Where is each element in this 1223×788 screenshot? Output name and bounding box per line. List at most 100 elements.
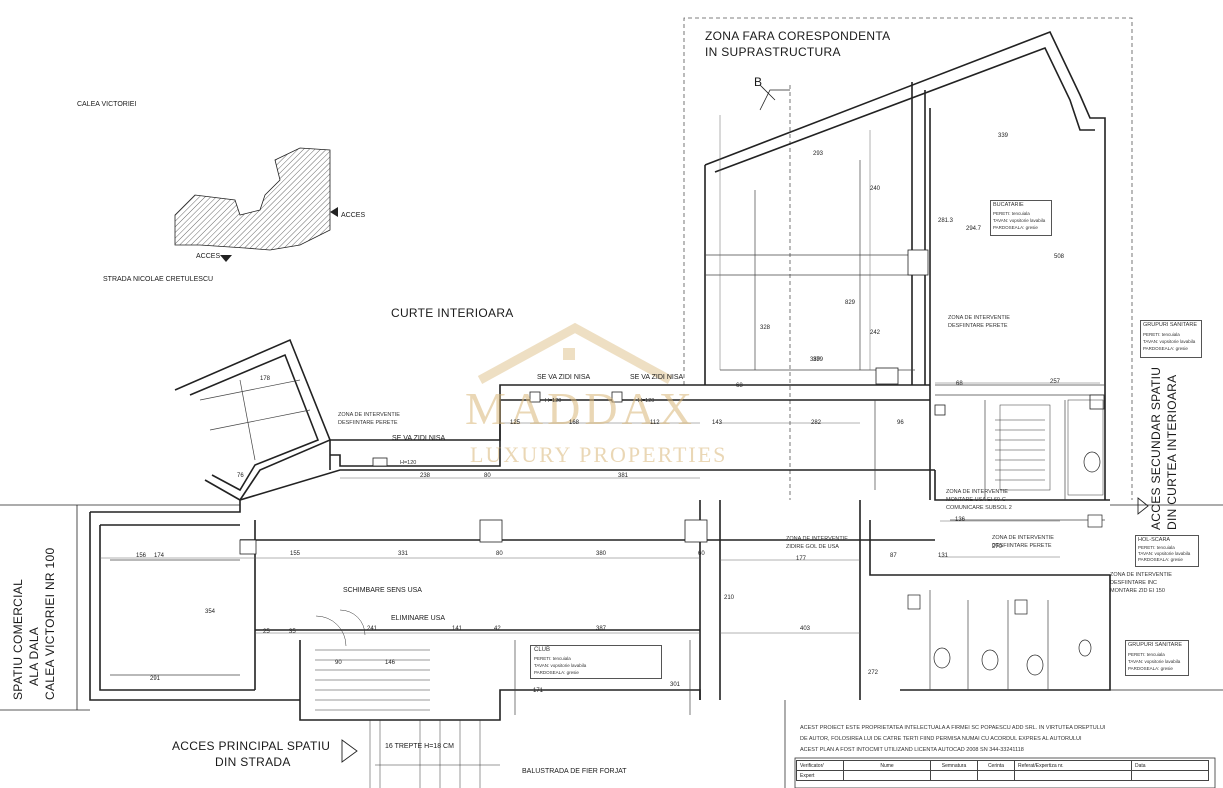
copyright-line-3: ACEST PLAN A FOST INTOCMIT UTILIZAND LIC… bbox=[800, 747, 1024, 753]
dim-label: 171 bbox=[533, 688, 544, 694]
main-access-label-1: ACCES PRINCIPAL SPATIU bbox=[172, 739, 331, 753]
dim-label: 387 bbox=[596, 626, 607, 632]
title-block-cell bbox=[1014, 770, 1132, 781]
remove-door-note: ELIMINARE USA bbox=[391, 615, 446, 622]
intervention-zone-5: ZONA DE INTERVENTIE bbox=[992, 535, 1054, 541]
dim-label: 177 bbox=[796, 556, 807, 562]
dim-label: 339 bbox=[998, 133, 1009, 139]
title-block-row: Expert bbox=[796, 770, 1209, 781]
sanitary-ceiling-2: TAVAN: vopsitorie lavabila bbox=[1128, 659, 1181, 664]
dim-label: 76 bbox=[237, 473, 244, 479]
title-block-frame bbox=[784, 700, 1216, 788]
title-block-header: Verificator/ Nume Semnatura Cerinta Refe… bbox=[796, 760, 1209, 771]
dim-label: 238 bbox=[420, 473, 431, 479]
interior-lines bbox=[110, 160, 1105, 715]
door-swing-note: SCHIMBARE SENS USA bbox=[343, 587, 422, 594]
zone-no-correspondence-label-1: ZONA FARA CORESPONDENTA bbox=[705, 29, 891, 43]
title-block-cell: Verificator/ bbox=[796, 760, 844, 771]
dim-label: 141 bbox=[452, 626, 463, 632]
dim-label: 146 bbox=[385, 660, 396, 666]
dim-label: 240 bbox=[870, 186, 881, 192]
hall-walls: PERETI: tencuiala bbox=[1138, 545, 1175, 550]
title-block-table: Verificator/ Nume Semnatura Cerinta Refe… bbox=[796, 760, 1209, 781]
copyright-line-2: DE AUTOR, FOLOSIREA LUI DE CATRE TERTI F… bbox=[800, 736, 1082, 742]
dim-label: 293 bbox=[813, 151, 824, 157]
access-label-right: ACCES bbox=[341, 212, 366, 219]
niche-height-2: H=120 bbox=[545, 398, 562, 404]
dimension-lines bbox=[100, 115, 1100, 634]
dim-label: 354 bbox=[205, 609, 216, 615]
title-block-cell: Referat/Expertiza nr. bbox=[1014, 760, 1132, 771]
courtyard-label: CURTE INTERIOARA bbox=[391, 306, 514, 320]
niche-note-3: SE VA ZIDI NISA bbox=[630, 374, 684, 381]
dim-label: 174 bbox=[154, 553, 165, 559]
dim-label: 282 bbox=[811, 420, 822, 426]
wall-removal-4: DESFIINTARE INC bbox=[1110, 580, 1157, 586]
hall-legend: HOL-SCARA PERETI: tencuiala TAVAN: vopsi… bbox=[1135, 535, 1199, 567]
intervention-zone-6: ZONA DE INTERVENTIE bbox=[1110, 572, 1172, 578]
niche-markers bbox=[372, 391, 623, 467]
dim-label: 381 bbox=[618, 473, 629, 479]
dim-label: 331 bbox=[398, 551, 409, 557]
dim-label: 80 bbox=[496, 551, 503, 557]
sanitary-floor-1: PARDOSEALA: gresie bbox=[1143, 346, 1188, 351]
dim-label: 136 bbox=[955, 517, 966, 523]
niche-note-2: SE VA ZIDI NISA bbox=[537, 374, 591, 381]
kitchen-ceiling: TAVAN: vopsitorie lavabila bbox=[993, 218, 1046, 223]
site-boundary bbox=[0, 504, 1223, 711]
dim-label: 257 bbox=[1050, 379, 1061, 385]
dim-label: 80 bbox=[484, 473, 491, 479]
dim-label: 178 bbox=[260, 376, 271, 382]
dim-label: 272 bbox=[868, 670, 879, 676]
dim-label: 294.7 bbox=[966, 226, 982, 232]
sanitary-walls-1: PERETI: tencuiala bbox=[1143, 332, 1180, 337]
access-label-bottom: ACCES bbox=[196, 253, 221, 260]
dim-label: 35 bbox=[289, 629, 296, 635]
kitchen-legend: BUCATARIE PERETI: tencuiala TAVAN: vopsi… bbox=[990, 200, 1052, 236]
dim-label: 87 bbox=[890, 553, 897, 559]
dim-label: 156 bbox=[136, 553, 147, 559]
street-calea-victoriei: CALEA VICTORIEI bbox=[77, 101, 137, 108]
secondary-access-label-1: ACCES SECUNDAR SPATIU bbox=[1149, 366, 1163, 530]
dim-label: 112 bbox=[650, 420, 660, 426]
dim-label: 328 bbox=[760, 325, 771, 331]
title-block-cell bbox=[930, 770, 978, 781]
sanitary-legend-2: GRUPURI SANITARE PERETI: tencuiala TAVAN… bbox=[1125, 640, 1189, 676]
dim-label: 131 bbox=[938, 553, 949, 559]
title-block-cell: Expert bbox=[796, 770, 844, 781]
title-block-cell bbox=[1131, 770, 1209, 781]
railing-note: BALUSTRADA DE FIER FORJAT bbox=[522, 768, 627, 775]
intervention-zone-1: ZONA DE INTERVENTIE bbox=[338, 412, 400, 418]
fire-door-note: MONTARE USA EI 60-C bbox=[946, 497, 1006, 503]
wall-removal-2: DESFIINTARE PERETE bbox=[948, 323, 1008, 329]
basement-link-note: COMUNICARE SUBSOL 2 bbox=[946, 505, 1012, 511]
dim-label: 380 bbox=[596, 551, 607, 557]
dim-label: 25 bbox=[263, 629, 270, 635]
street-nicolae-cretulescu: STRADA NICOLAE CRETULESCU bbox=[103, 276, 214, 283]
intervention-zone-2: ZONA DE INTERVENTIE bbox=[948, 315, 1010, 321]
steps-note: 16 TREPTE H=18 CM bbox=[385, 743, 454, 750]
dim-label: 60 bbox=[698, 551, 705, 557]
dim-label: 143 bbox=[712, 420, 723, 426]
dim-label: 68 bbox=[736, 383, 743, 389]
dim-label: 241 bbox=[367, 626, 378, 632]
kitchen-walls: PERETI: tencuiala bbox=[993, 211, 1030, 216]
commercial-space-label-2: ALA DALA bbox=[27, 626, 41, 686]
title-block-cell bbox=[843, 770, 931, 781]
dim-label: 270 bbox=[992, 544, 1003, 550]
title-block-cell: Cerinta bbox=[977, 760, 1015, 771]
toilet-fixtures bbox=[907, 451, 1103, 676]
dim-label: 281.3 bbox=[938, 218, 954, 224]
section-b-marker bbox=[759, 84, 790, 111]
club-ceiling: TAVAN: vopsitorie lavabila bbox=[534, 663, 587, 668]
dim-label: 403 bbox=[800, 626, 811, 632]
section-b-label: B bbox=[754, 75, 763, 89]
dim-label: 210 bbox=[724, 595, 735, 601]
dim-label: 168 bbox=[569, 420, 580, 426]
title-block-cell: Data bbox=[1131, 760, 1209, 771]
club-title: CLUB bbox=[534, 647, 551, 653]
niche-height-1: H=120 bbox=[400, 460, 417, 466]
sanitary-legend-1: GRUPURI SANITARE PERETI: tencuiala TAVAN… bbox=[1140, 320, 1202, 358]
